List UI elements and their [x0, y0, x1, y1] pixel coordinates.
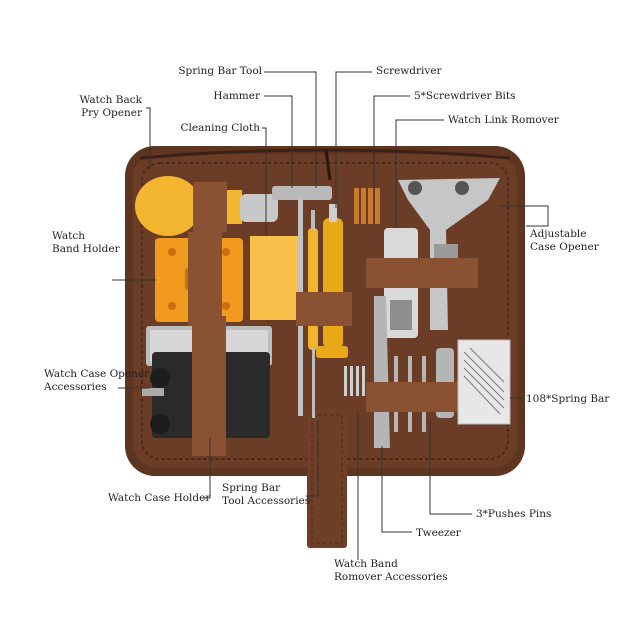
label-text: Spring Bar	[222, 482, 281, 494]
label-text: Adjustable	[530, 228, 587, 240]
label-text: Tool Accessories	[222, 495, 311, 507]
label-watch-link-remover: Watch Link Romover	[448, 114, 559, 127]
label-tweezer: Tweezer	[416, 527, 461, 540]
label-screwdriver-bits: 5*Screwdriver Bits	[414, 90, 516, 103]
label-hammer: Hammer	[196, 90, 260, 103]
label-text: Case Opener	[530, 241, 599, 253]
label-text: Screwdriver	[376, 65, 442, 77]
strap	[366, 258, 478, 288]
spring-bar-box	[457, 339, 511, 425]
label-pushes-pins: 3*Pushes Pins	[476, 508, 551, 521]
label-screwdriver: Screwdriver	[376, 65, 442, 78]
label-text: Watch Back	[79, 94, 142, 106]
label-adjustable-case-opener: Adjustable Case Opener	[530, 228, 599, 254]
strap	[188, 232, 222, 328]
strap	[366, 382, 458, 412]
strap	[296, 292, 352, 326]
strap	[193, 182, 227, 232]
label-text: Tweezer	[416, 527, 461, 539]
label-watch-case-holder: Watch Case Holder	[108, 492, 210, 505]
strap	[192, 316, 226, 456]
label-text: 108*Spring Bar	[526, 393, 610, 405]
carry-handle	[307, 410, 347, 548]
label-cleaning-cloth: Cleaning Cloth	[150, 122, 260, 135]
label-spring-bar: 108*Spring Bar	[526, 393, 609, 406]
label-text: Watch Case Holder	[108, 492, 211, 504]
label-text: 5*Screwdriver Bits	[414, 90, 516, 102]
label-text: Band Holder	[52, 243, 120, 255]
label-watch-band-holder: Watch Band Holder	[52, 230, 120, 256]
label-text: Pry Opener	[81, 107, 142, 119]
label-text: Watch Band	[334, 558, 398, 570]
label-text: Spring Bar Tool	[178, 65, 262, 77]
label-text: Cleaning Cloth	[180, 122, 260, 134]
label-text: 3*Pushes Pins	[476, 508, 552, 520]
label-spring-bar-tool-accessories: Spring Bar Tool Accessories	[222, 482, 310, 508]
spring-bar-accessories	[344, 366, 365, 396]
label-watch-back-pry-opener: Watch Back Pry Opener	[40, 94, 142, 120]
screwdriver-bits	[354, 188, 380, 224]
label-text: Watch	[52, 230, 86, 242]
label-text: Hammer	[213, 90, 260, 102]
label-spring-bar-tool: Spring Bar Tool	[176, 65, 262, 78]
label-case-opener-accessories: Watch Case Opener Accessories	[44, 368, 149, 394]
label-text: Watch Case Opener	[44, 368, 150, 380]
label-text: Romover Accessories	[334, 571, 448, 583]
leader-lines	[112, 71, 549, 560]
label-band-remover-accessories: Watch Band Romover Accessories	[334, 558, 448, 584]
label-text: Accessories	[44, 381, 107, 393]
label-text: Watch Link Romover	[448, 114, 559, 126]
cleaning-cloth	[250, 236, 298, 320]
